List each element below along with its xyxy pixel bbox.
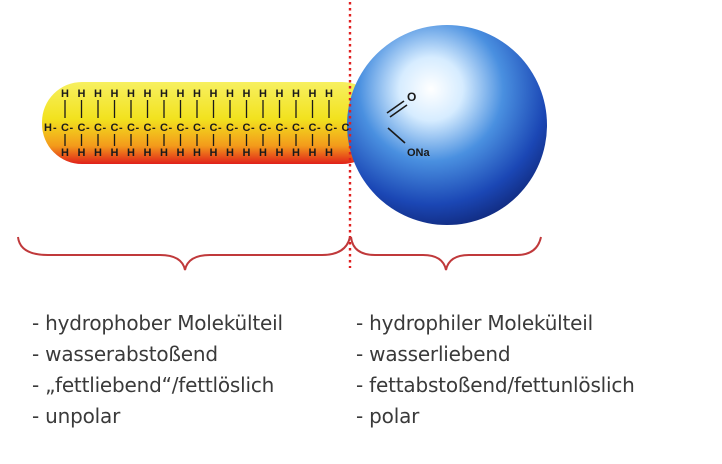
lower-hydrogen: H — [94, 147, 102, 159]
carbon-atom: C — [325, 122, 333, 134]
lower-hydrogen: H — [193, 147, 201, 159]
carbon-atom: C — [342, 122, 350, 134]
lower-hydrogen: H — [325, 147, 333, 159]
carbon-atom: C — [276, 122, 284, 134]
chain-bond: - — [218, 122, 222, 134]
upper-hydrogen: H — [144, 88, 152, 100]
lower-hydrogen: H — [111, 147, 119, 159]
carbon-atom: C — [160, 122, 168, 134]
carbon-atom: C — [309, 122, 317, 134]
lower-hydrogen: H — [226, 147, 234, 159]
upper-hydrogen: H — [309, 88, 317, 100]
lower-hydrogen: H — [144, 147, 152, 159]
upper-hydrogen: H — [78, 88, 86, 100]
carbon-atom: C — [243, 122, 251, 134]
lower-hydrogen: H — [160, 147, 168, 159]
carbon-atom: C — [94, 122, 102, 134]
chain-bond: - — [284, 122, 288, 134]
upper-hydrogen: H — [193, 88, 201, 100]
chain-bond: - — [53, 122, 57, 134]
chain-bond: - — [202, 122, 206, 134]
lower-hydrogen: H — [309, 147, 317, 159]
carbon-atom: C — [259, 122, 267, 134]
hydrophilic-properties: - hydrophiler Molekülteil - wasserlieben… — [356, 308, 635, 432]
chain-bond: - — [136, 122, 140, 134]
hydrophilic-head — [347, 25, 547, 225]
lower-hydrogen: H — [243, 147, 251, 159]
double-bond-b — [389, 104, 408, 118]
list-item: - wasserliebend — [356, 342, 511, 366]
upper-hydrogen: H — [243, 88, 251, 100]
carbon-atom: C — [78, 122, 86, 134]
upper-hydrogen: H — [325, 88, 333, 100]
chain-bond: - — [86, 122, 90, 134]
chain-bond: - — [169, 122, 173, 134]
chain-bond: - — [70, 122, 74, 134]
list-item: - polar — [356, 404, 420, 428]
lower-bonds — [64, 134, 330, 146]
carbon-atom: C — [144, 122, 152, 134]
upper-hydrogen: H — [111, 88, 119, 100]
double-bond-a — [386, 100, 405, 114]
carbon-atom: C — [127, 122, 135, 134]
lower-hydrogen: H — [78, 147, 86, 159]
hydrophobic-tail — [42, 82, 382, 164]
sodium-salt-label: ONa — [407, 147, 431, 159]
upper-hydrogen: H — [94, 88, 102, 100]
chain-bond: - — [152, 122, 156, 134]
list-item: - „fettliebend“/fettlöslich — [32, 373, 275, 397]
upper-hydrogen: H — [127, 88, 135, 100]
upper-hydrogen: H — [226, 88, 234, 100]
upper-hydrogen: H — [276, 88, 284, 100]
carbon-atom: C — [292, 122, 300, 134]
chain-bond: - — [119, 122, 123, 134]
lower-hydrogen: H — [292, 147, 300, 159]
lower-hydrogen: H — [276, 147, 284, 159]
carbon-atom: C — [177, 122, 185, 134]
upper-bonds — [64, 100, 330, 118]
chain-bond: - — [301, 122, 305, 134]
carbon-atom: C — [111, 122, 119, 134]
list-item: - unpolar — [32, 404, 121, 428]
chain-bond: - — [235, 122, 239, 134]
chain-bond: - — [334, 122, 338, 134]
chain-bond: - — [103, 122, 107, 134]
carbon-chain: H-C-C-C-C-C-C-C-C-C-C-C-C-C-C-C-C-C-C — [44, 122, 350, 134]
hydrophobic-brace — [17, 236, 351, 271]
upper-hydrogen: H — [259, 88, 267, 100]
terminal-hydrogen: H — [44, 122, 52, 134]
carbon-atom: C — [210, 122, 218, 134]
carbon-atom: C — [226, 122, 234, 134]
upper-hydrogen: H — [292, 88, 300, 100]
chain-bond: - — [185, 122, 189, 134]
hydrophilic-brace — [350, 236, 542, 271]
list-item: - fettabstoßend/fettunlöslich — [356, 373, 635, 397]
single-bond — [387, 127, 406, 144]
lower-hydrogen: H — [210, 147, 218, 159]
list-item: - hydrophiler Molekülteil — [356, 311, 593, 335]
upper-hydrogen: H — [160, 88, 168, 100]
upper-hydrogen: H — [177, 88, 185, 100]
lower-hydrogen: H — [61, 147, 69, 159]
lower-hydrogen: H — [259, 147, 267, 159]
chain-bond: - — [317, 122, 321, 134]
chain-bond: - — [251, 122, 255, 134]
upper-hydrogen: H — [61, 88, 69, 100]
lower-hydrogen: H — [127, 147, 135, 159]
list-item: - hydrophober Molekülteil — [32, 311, 283, 335]
list-item: - wasserabstoßend — [32, 342, 218, 366]
hydrophobic-properties: - hydrophober Molekülteil - wasserabstoß… — [32, 308, 283, 432]
chain-bond: - — [268, 122, 272, 134]
carbon-atom: C — [193, 122, 201, 134]
carbon-atom: C — [61, 122, 69, 134]
oxygen-label: O — [407, 90, 416, 104]
lower-hydrogen: H — [177, 147, 185, 159]
upper-hydrogen: H — [210, 88, 218, 100]
